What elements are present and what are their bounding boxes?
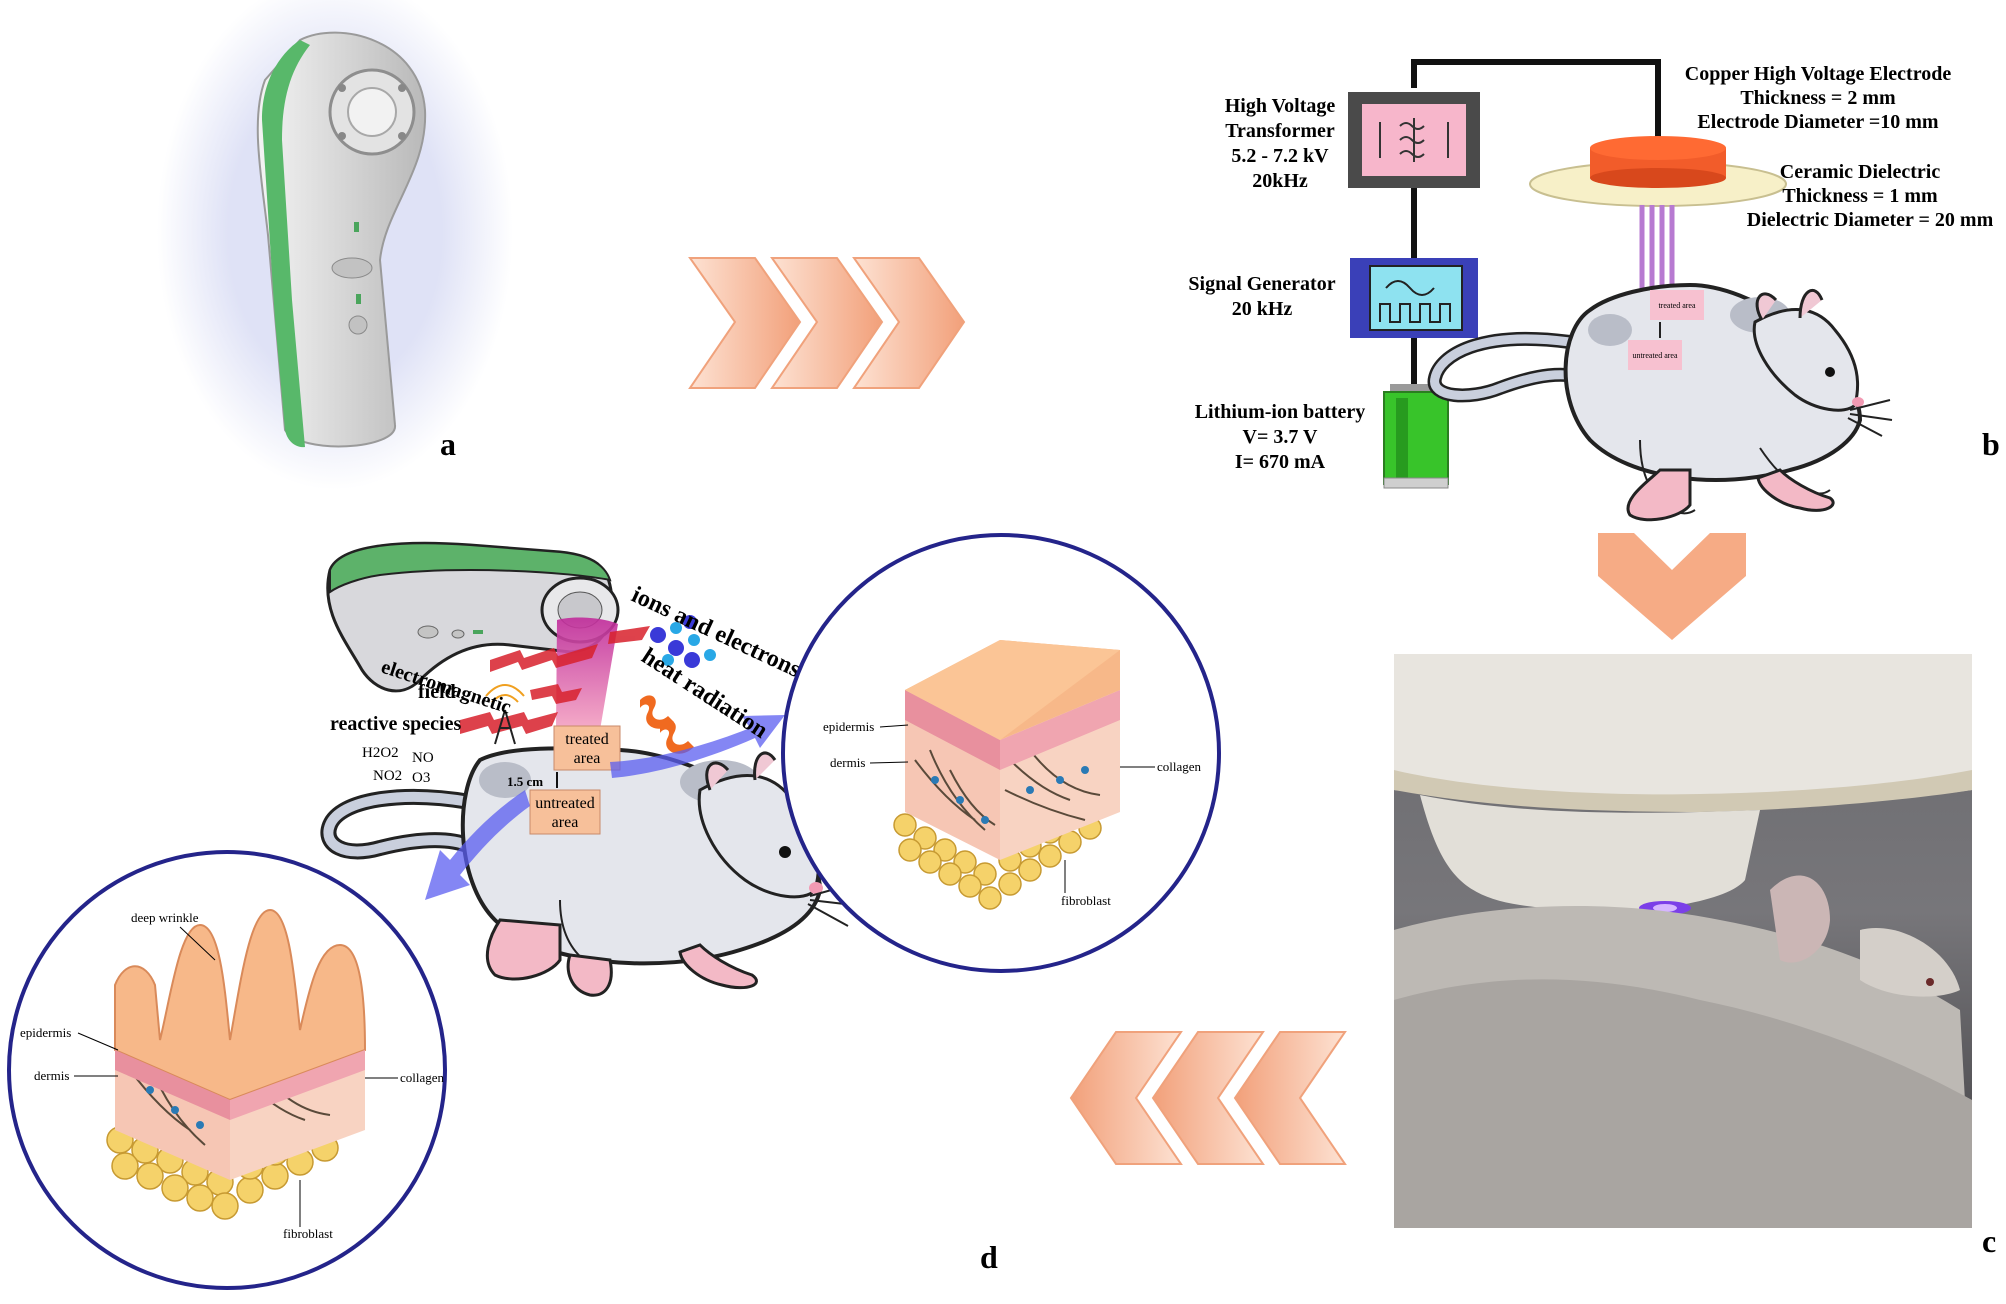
dielectric-label: Ceramic Dielectric Thickness = 1 mm Diel…: [1747, 161, 1994, 231]
svg-text:fibroblast: fibroblast: [1061, 893, 1111, 908]
heat-radiation-icon: [640, 695, 694, 754]
svg-text:Dielectric Diameter = 20 mm: Dielectric Diameter = 20 mm: [1747, 209, 1994, 231]
svg-text:20kHz: 20kHz: [1252, 170, 1308, 192]
battery-label: Lithium-ion battery V= 3.7 V I= 670 mA: [1195, 401, 1366, 473]
treatment-photo: [1394, 654, 1972, 1228]
rat-illustration-d: [320, 725, 863, 997]
svg-text:NO2: NO2: [373, 768, 402, 784]
svg-text:Copper High Voltage Electrode: Copper High Voltage Electrode: [1685, 63, 1952, 85]
svg-text:Ceramic Dielectric: Ceramic Dielectric: [1780, 161, 1941, 183]
plasma-discharge: [1639, 205, 1675, 290]
panel-label-b: b: [1982, 426, 2000, 462]
panel-label-c: c: [1982, 1223, 1996, 1259]
plasma-beam: [556, 617, 618, 730]
circuit-diagram: [1348, 59, 1787, 489]
transformer-symbol-icon: [1379, 118, 1449, 162]
svg-text:treated: treated: [565, 731, 609, 748]
svg-text:epidermis: epidermis: [20, 1025, 71, 1040]
svg-text:20 kHz: 20 kHz: [1232, 298, 1293, 320]
signal-generator-label: Signal Generator 20 kHz: [1188, 273, 1335, 320]
svg-text:High Voltage: High Voltage: [1225, 95, 1336, 117]
rat-illustration-b: [1427, 282, 1893, 522]
svg-text:reactive species: reactive species: [330, 713, 461, 735]
svg-text:Thickness = 2 mm: Thickness = 2 mm: [1740, 87, 1896, 109]
battery-icon: [1383, 384, 1449, 489]
svg-text:Electrode Diameter =10 mm: Electrode Diameter =10 mm: [1697, 111, 1938, 133]
wrinkled-skin-leader-lines: [74, 926, 398, 1227]
device-photo: [157, 0, 513, 490]
svg-text:5.2 - 7.2 kV: 5.2 - 7.2 kV: [1231, 145, 1329, 167]
svg-text:NO: NO: [412, 750, 434, 766]
small-untreated-area-label: untreated area: [1632, 351, 1678, 360]
effect-arrows: [425, 715, 785, 900]
treated-area-label: treated area: [565, 731, 609, 767]
svg-text:dermis: dermis: [830, 755, 865, 770]
flow-arrow-down: [1598, 533, 1746, 640]
svg-text:O3: O3: [412, 770, 430, 786]
svg-text:Lithium-ion battery: Lithium-ion battery: [1195, 401, 1366, 423]
untreated-area-label: untreated area: [535, 795, 595, 831]
svg-text:field: field: [418, 681, 456, 703]
svg-text:fibroblast: fibroblast: [283, 1226, 333, 1241]
treated-skin-circle: [781, 533, 1221, 973]
svg-text:area: area: [552, 814, 579, 831]
svg-text:Thickness = 1 mm: Thickness = 1 mm: [1782, 185, 1938, 207]
ion-particles: [650, 615, 716, 668]
svg-text:I= 670 mA: I= 670 mA: [1235, 451, 1326, 473]
svg-text:collagen: collagen: [400, 1070, 445, 1085]
wrinkled-skin-circle: [7, 850, 447, 1290]
treated-skin-labels: epidermis dermis collagen fibroblast: [823, 719, 1202, 908]
flow-arrow-right: [688, 257, 966, 389]
panel-label-a: a: [440, 426, 456, 462]
svg-text:area: area: [574, 750, 601, 767]
treated-skin-leader-lines: [869, 724, 1155, 893]
svg-text:dermis: dermis: [34, 1068, 69, 1083]
svg-text:collagen: collagen: [1157, 759, 1202, 774]
electrode-label: Copper High Voltage Electrode Thickness …: [1685, 63, 1952, 133]
flow-arrow-left: [1069, 1031, 1347, 1165]
svg-text:deep wrinkle: deep wrinkle: [131, 910, 199, 925]
transformer-label: High Voltage Transformer 5.2 - 7.2 kV 20…: [1225, 95, 1336, 192]
sine-wave-icon: [1385, 280, 1435, 296]
svg-text:V= 3.7 V: V= 3.7 V: [1243, 426, 1318, 448]
panel-label-d: d: [980, 1239, 998, 1275]
svg-text:H2O2: H2O2: [362, 745, 399, 761]
svg-text:Transformer: Transformer: [1225, 120, 1335, 142]
svg-text:epidermis: epidermis: [823, 719, 874, 734]
svg-text:Signal Generator: Signal Generator: [1188, 273, 1335, 295]
svg-text:untreated: untreated: [535, 795, 595, 812]
wrinkled-skin-labels: deep wrinkle epidermis dermis collagen f…: [20, 910, 445, 1241]
antenna-tower-icon: [485, 684, 525, 745]
reactive-species-list: H2O2 NO NO2 O3: [362, 745, 434, 786]
small-treated-area-label: treated area: [1658, 301, 1696, 310]
square-wave-icon: [1379, 303, 1451, 323]
distance-label: 1.5 cm: [507, 774, 543, 789]
